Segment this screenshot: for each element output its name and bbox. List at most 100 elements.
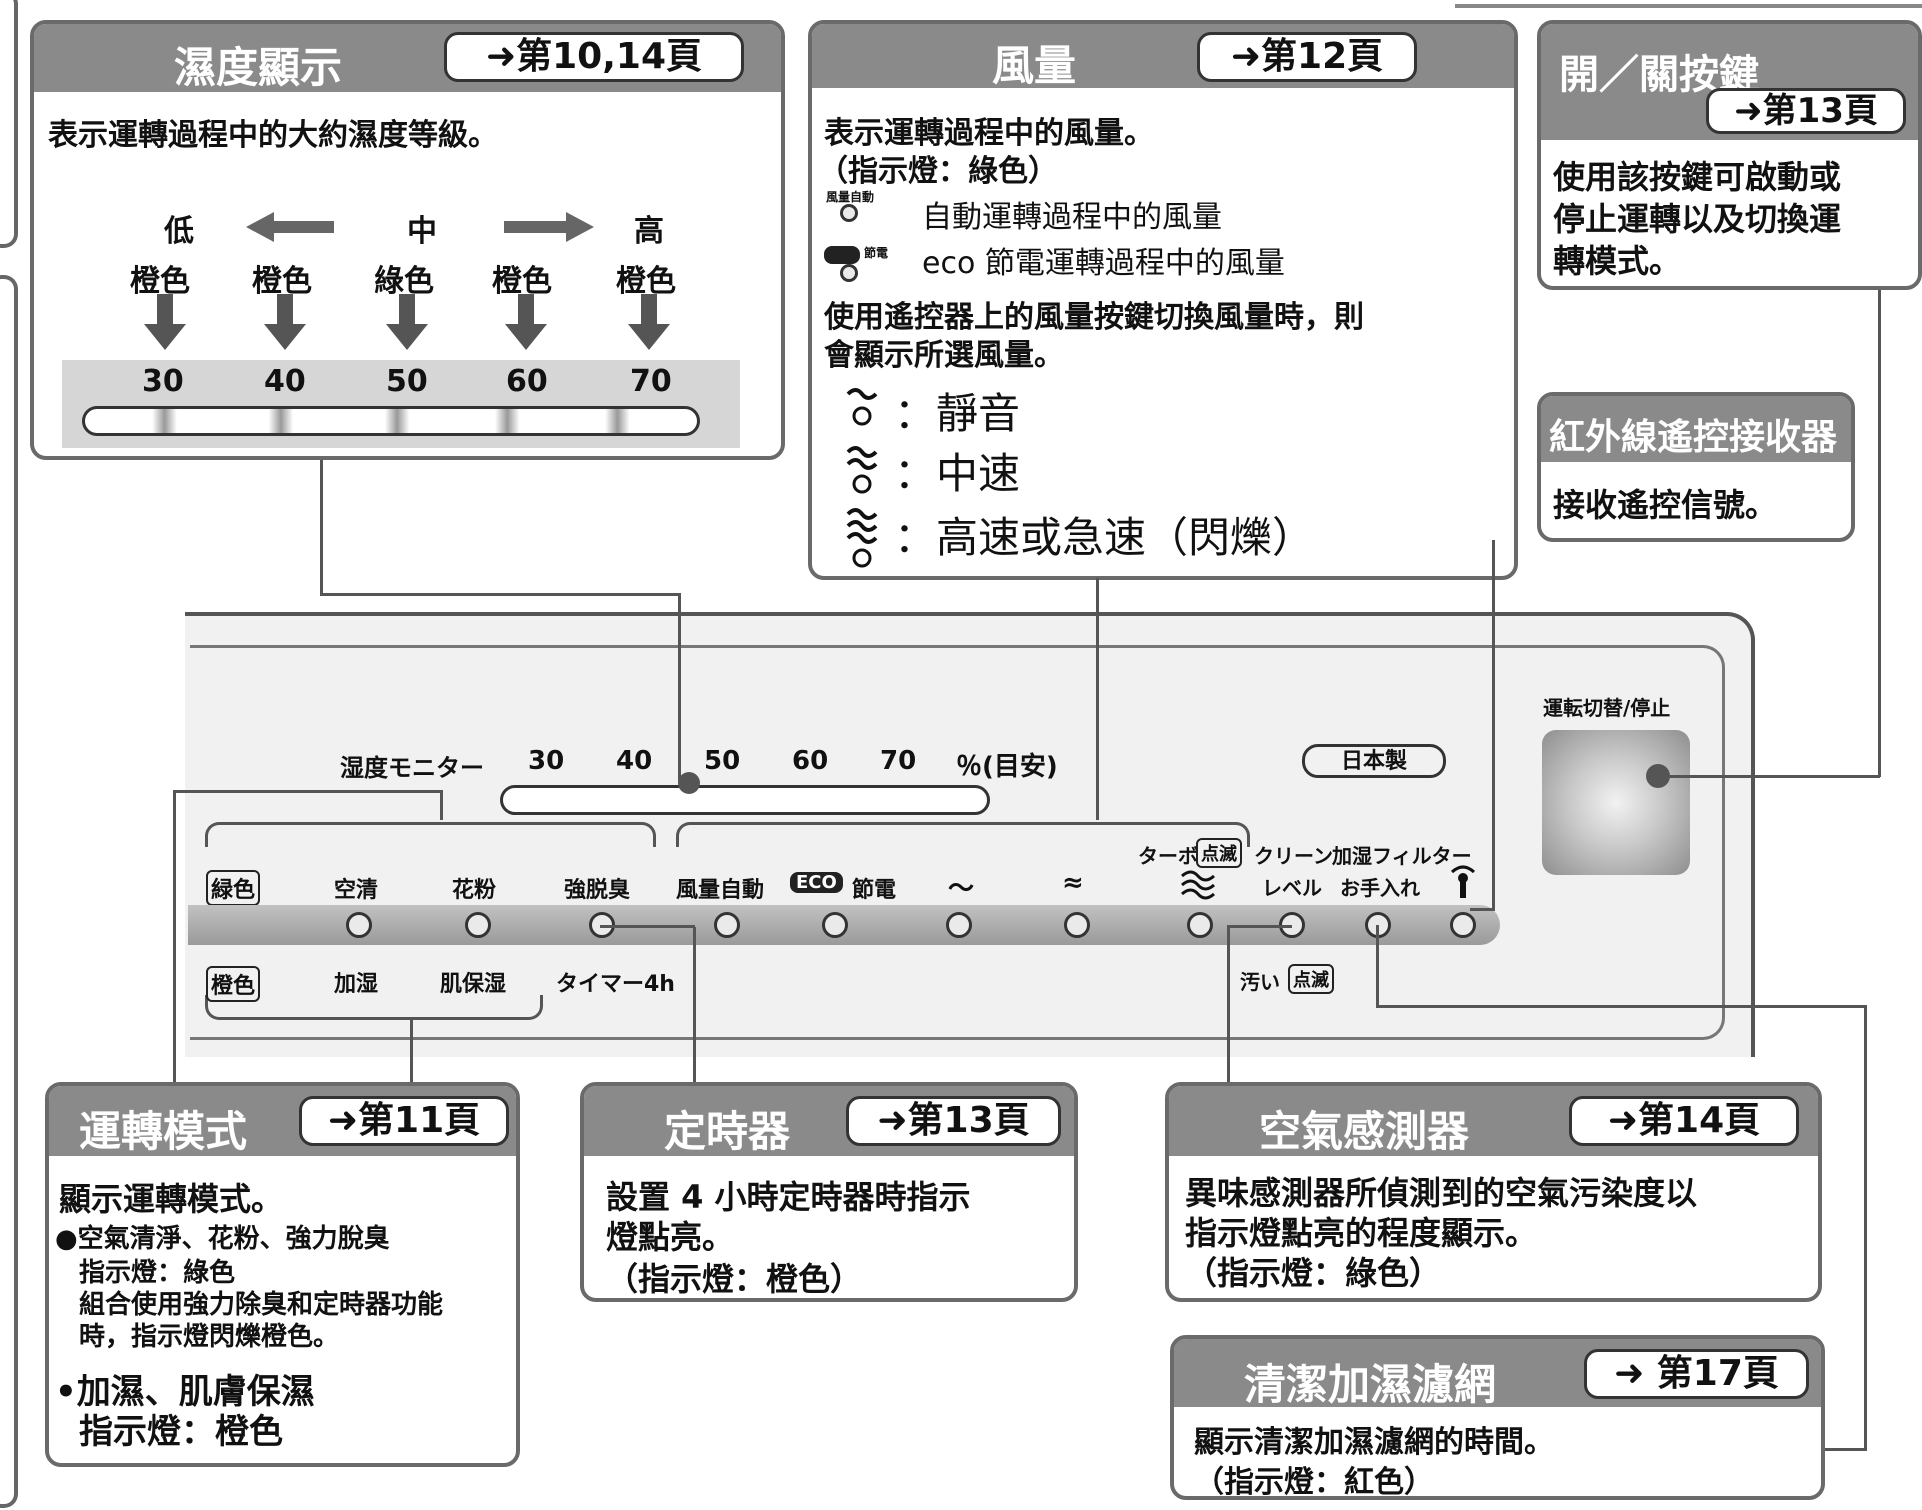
top-right-frame-edge bbox=[1455, 0, 1922, 8]
eco-indicator-icon bbox=[840, 264, 858, 282]
monitor-value-30: 30 bbox=[528, 746, 565, 776]
airflow-callout: 風量 ➜第12頁 表示運轉過程中的風量。 （指示燈：綠色） 風量自動 自動運轉過… bbox=[808, 20, 1518, 580]
connector-power-h bbox=[1664, 775, 1880, 778]
label-turbo-tag: 点滅 bbox=[1196, 838, 1242, 868]
power-button-label: 運転切替/停止 bbox=[1543, 696, 1671, 720]
arrow-left-icon bbox=[246, 212, 334, 242]
page-frame-edge bbox=[0, 0, 18, 248]
mode-bullet-1: ●空氣清淨、花粉、強力脫臭 bbox=[55, 1224, 390, 1254]
eco-badge-icon bbox=[824, 246, 860, 264]
connector-filter-v2 bbox=[1864, 1005, 1867, 1450]
scale-value-60: 60 bbox=[506, 364, 548, 399]
ir-title: 紅外線遙控接收器 bbox=[1549, 417, 1838, 458]
indicator-clean bbox=[346, 912, 372, 938]
scale-value-30: 30 bbox=[142, 364, 184, 399]
ir-header bbox=[1541, 396, 1851, 462]
control-panel-inner bbox=[190, 645, 1725, 1040]
airflow-title: 風量 bbox=[992, 41, 1077, 90]
connector-power-v bbox=[1878, 290, 1881, 777]
level-color-2: 橙色 bbox=[252, 264, 312, 299]
timer-callout: 定時器 ➜第13頁 設置 4 小時定時器時指示 燈點亮。 （指示燈：橙色） bbox=[580, 1082, 1078, 1302]
label-eco-suffix: 節電 bbox=[852, 878, 897, 903]
monitor-label: 湿度モニター bbox=[340, 754, 484, 782]
monitor-value-70: 70 bbox=[880, 746, 917, 776]
quiet-label: ：靜音 bbox=[894, 389, 1021, 438]
label-dirty: 汚い bbox=[1240, 970, 1280, 994]
ir-receiver-callout: 紅外線遙控接收器 接收遙控信號。 bbox=[1537, 392, 1855, 542]
quiet-wave-icon bbox=[846, 388, 878, 426]
mode-bullet-2: •加濕、肌膚保濕 bbox=[55, 1372, 315, 1412]
mode-page-ref: ➜第11頁 bbox=[299, 1096, 509, 1146]
timer-title: 定時器 bbox=[664, 1107, 791, 1156]
humidity-scale-bar bbox=[82, 406, 700, 436]
label-skin: 肌保湿 bbox=[440, 972, 507, 997]
filter-cleaning-callout: 清潔加濕濾網 ➜ 第17頁 顯示清潔加濕濾網的時間。 （指示燈：紅色） bbox=[1170, 1335, 1825, 1500]
label-humid: 加湿 bbox=[334, 972, 379, 997]
connector-airflow bbox=[1096, 578, 1099, 820]
sensor-desc-3: （指示燈：綠色） bbox=[1185, 1254, 1442, 1292]
label-eco: ECO bbox=[790, 872, 843, 893]
humidity-desc: 表示運轉過程中的大約濕度等級。 bbox=[48, 118, 498, 153]
air-sensor-callout: 空氣感測器 ➜第14頁 異味感測器所偵測到的空氣污染度以 指示燈點亮的程度顯示。… bbox=[1165, 1082, 1822, 1302]
arrow-right-icon bbox=[504, 212, 594, 242]
indicator-auto bbox=[714, 912, 740, 938]
airflow-page-ref: ➜第12頁 bbox=[1197, 32, 1417, 82]
mode-callout: 運轉模式 ➜第11頁 顯示運轉模式。 ●空氣清淨、花粉、強力脫臭 指示燈：綠色 … bbox=[45, 1082, 520, 1467]
page-frame-edge-lower bbox=[0, 275, 18, 1508]
indicator-medium bbox=[1064, 912, 1090, 938]
indicator-ir bbox=[1450, 912, 1476, 938]
label-filter-1: 加湿フィルター bbox=[1332, 844, 1472, 868]
connector-humidity-v2 bbox=[678, 593, 681, 781]
monitor-bar bbox=[500, 785, 990, 815]
connector-timer-v bbox=[693, 927, 696, 1082]
orange-group-bracket bbox=[205, 995, 543, 1020]
mode-bullet-2a: 指示燈：橙色 bbox=[79, 1412, 283, 1452]
timer-desc-2: 燈點亮。 bbox=[606, 1218, 735, 1256]
connector-humidity bbox=[320, 460, 323, 595]
auto-indicator-icon bbox=[840, 204, 858, 222]
connector-ir-h bbox=[1470, 908, 1495, 911]
auto-text: 自動運轉過程中的風量 bbox=[922, 200, 1222, 235]
label-turbo: ターボ bbox=[1138, 844, 1198, 868]
connector-mode-h bbox=[173, 790, 443, 793]
medium-wave-icon bbox=[846, 446, 878, 494]
power-button[interactable] bbox=[1542, 730, 1690, 875]
mode-desc: 顯示運轉模式。 bbox=[59, 1180, 284, 1218]
label-pollen: 花粉 bbox=[452, 878, 497, 903]
indicator-eco bbox=[822, 912, 848, 938]
switch-text-2: 會顯示所選風量。 bbox=[824, 338, 1064, 373]
high-label: ：高速或急速（閃爍） bbox=[894, 513, 1315, 562]
label-deodor: 強脱臭 bbox=[564, 878, 631, 903]
ir-desc: 接收遙控信號。 bbox=[1553, 486, 1778, 524]
monitor-unit: ％(目安) bbox=[956, 752, 1058, 782]
label-clean-level-1: クリーン bbox=[1254, 844, 1333, 868]
switch-text-1: 使用遙控器上的風量按鍵切換風量時，則 bbox=[824, 300, 1364, 335]
mode-bullet-1b: 組合使用強力除臭和定時器功能 bbox=[79, 1290, 444, 1320]
eco-tag: 節電 bbox=[864, 246, 889, 260]
scale-value-70: 70 bbox=[630, 364, 672, 399]
sensor-title: 空氣感測器 bbox=[1259, 1107, 1470, 1156]
connector-sensor-v bbox=[1227, 925, 1230, 1082]
scale-value-50: 50 bbox=[386, 364, 428, 399]
humidity-page-ref: ➜第10,14頁 bbox=[444, 32, 744, 82]
level-color-1: 橙色 bbox=[130, 264, 190, 299]
level-mid: 中 bbox=[407, 214, 437, 249]
auto-tag: 風量自動 bbox=[826, 190, 875, 204]
level-color-5: 橙色 bbox=[616, 264, 676, 299]
connector-humidity-dot bbox=[678, 772, 700, 794]
orange-tag: 橙色 bbox=[206, 966, 261, 1002]
timer-desc-3: （指示燈：橙色） bbox=[606, 1260, 863, 1298]
connector-humidity-h bbox=[320, 593, 680, 596]
filter-desc-1: 顯示清潔加濕濾網的時間。 bbox=[1194, 1425, 1554, 1460]
indicator-turbo bbox=[1187, 912, 1213, 938]
level-color-3: 綠色 bbox=[374, 264, 434, 299]
scale-value-40: 40 bbox=[264, 364, 306, 399]
medium-label: ：中速 bbox=[894, 449, 1021, 498]
green-group-bracket bbox=[205, 822, 656, 847]
timer-page-ref: ➜第13頁 bbox=[846, 1096, 1061, 1146]
label-quiet: 〜 bbox=[948, 874, 975, 904]
power-desc-1: 使用該按鍵可啟動或 bbox=[1553, 158, 1842, 196]
sensor-desc-1: 異味感測器所偵測到的空氣污染度以 bbox=[1185, 1174, 1698, 1212]
level-color-4: 橙色 bbox=[492, 264, 552, 299]
indicator-quiet bbox=[946, 912, 972, 938]
